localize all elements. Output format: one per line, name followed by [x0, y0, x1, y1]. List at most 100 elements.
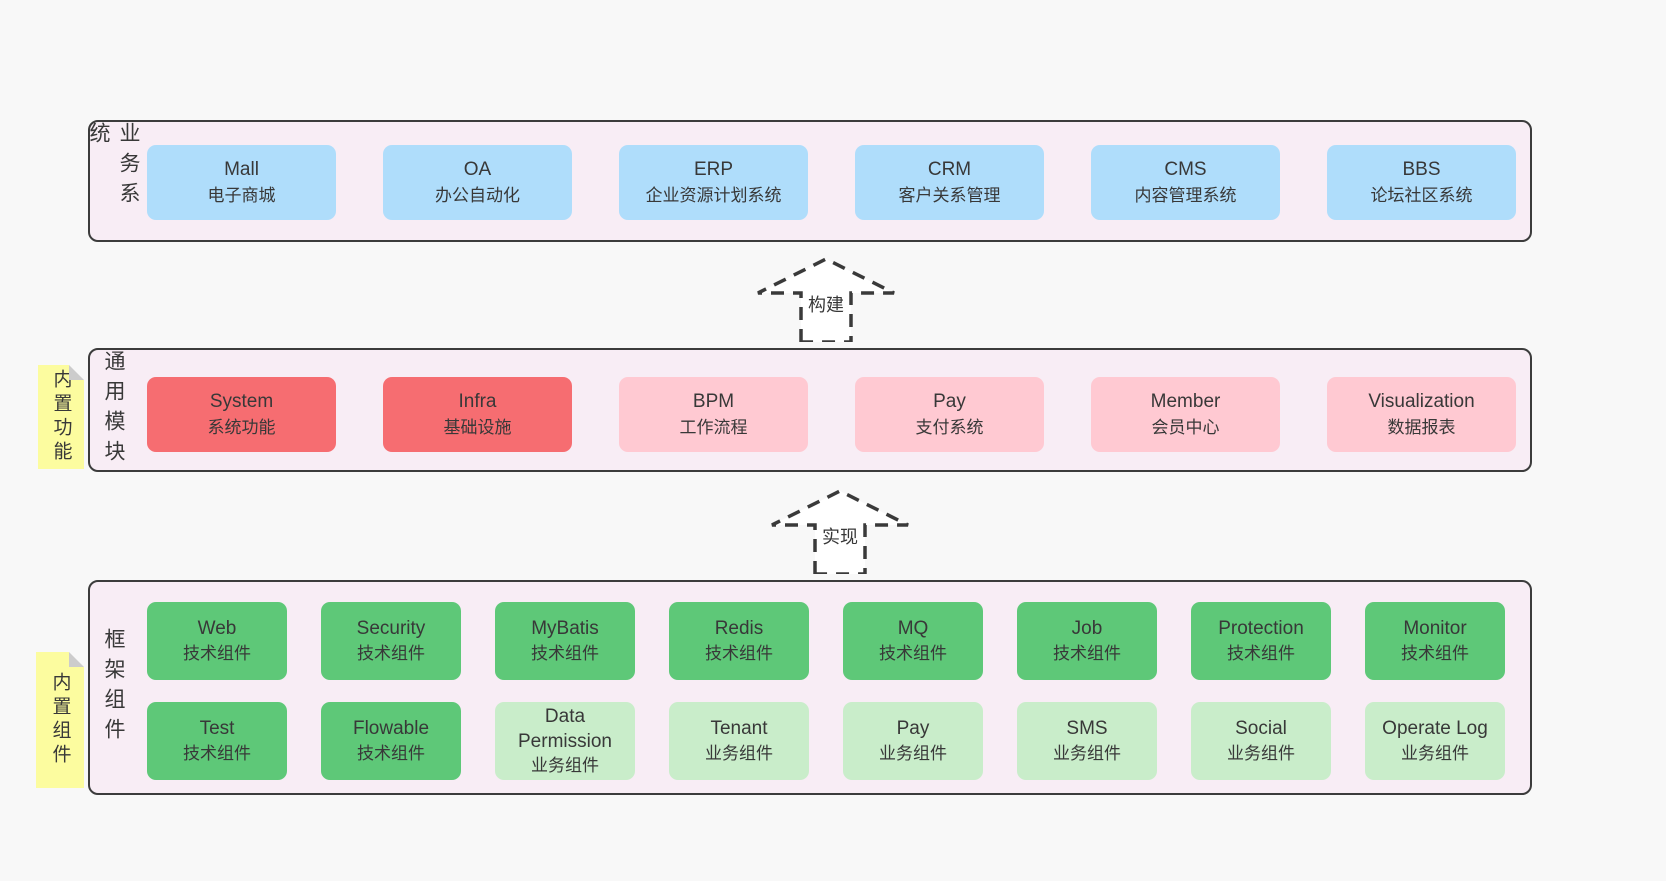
box-title: Tenant	[710, 717, 768, 739]
box-title: Job	[1071, 617, 1103, 639]
box-mybatis: MyBatis 技术组件	[495, 602, 635, 680]
box-title: Mall	[224, 159, 259, 181]
box-mq: MQ 技术组件	[843, 602, 983, 680]
box-subtitle: 系统功能	[207, 417, 276, 437]
box-subtitle: 技术组件	[357, 744, 425, 764]
arrow-build-label: 构建	[804, 291, 848, 317]
section-components-label-wrap: 框架组件	[98, 582, 128, 793]
box-title: CRM	[927, 159, 972, 181]
box-title: Monitor	[1403, 617, 1467, 639]
box-redis: Redis 技术组件	[669, 602, 809, 680]
box-crm: CRM 客户关系管理	[855, 145, 1044, 220]
section-modules-label: 通用模块	[102, 350, 125, 470]
arrow-implement-label: 实现	[818, 523, 862, 549]
box-test: Test 技术组件	[147, 702, 287, 780]
box-operate-log: Operate Log 业务组件	[1365, 702, 1505, 780]
section-business-label-wrap: 业务系统	[87, 122, 140, 240]
sticky-note-built-in-features: 内置功能	[38, 365, 84, 469]
arrow-implement: 实现	[770, 489, 910, 574]
section-business-systems: 业务系统 Mall 电子商城 OA 办公自动化 ERP 企业资源计划系统 CRM…	[87, 120, 1532, 242]
box-infra: Infra 基础设施	[383, 377, 572, 452]
box-subtitle: 技术组件	[531, 644, 599, 664]
box-security: Security 技术组件	[321, 602, 461, 680]
sticky-note-text: 内置组件	[49, 672, 71, 768]
box-title: Pay	[933, 391, 966, 413]
box-subtitle: 技术组件	[183, 744, 251, 764]
box-title: Operate Log	[1382, 717, 1488, 739]
sticky-note-built-in-components: 内置组件	[36, 652, 84, 788]
box-sms: SMS 业务组件	[1017, 702, 1157, 780]
box-subtitle: 工作流程	[679, 417, 748, 437]
box-subtitle: 会员中心	[1151, 417, 1220, 437]
box-web: Web 技术组件	[147, 602, 287, 680]
box-subtitle: 业务组件	[879, 744, 947, 764]
box-pay-component: Pay 业务组件	[843, 702, 983, 780]
sticky-note-text: 内置功能	[50, 369, 72, 465]
box-system: System 系统功能	[147, 377, 336, 452]
box-subtitle: 企业资源计划系统	[645, 185, 782, 205]
box-title: OA	[463, 159, 492, 181]
box-cms: CMS 内容管理系统	[1091, 145, 1280, 220]
box-title: CMS	[1164, 159, 1207, 181]
box-subtitle: 客户关系管理	[898, 185, 1001, 205]
box-subtitle: 内容管理系统	[1134, 185, 1237, 205]
section-framework-components: 框架组件 Web 技术组件 Security 技术组件 MyBatis 技术组件…	[88, 580, 1532, 795]
box-mall: Mall 电子商城	[147, 145, 336, 220]
box-title: BPM	[692, 391, 735, 413]
box-subtitle: 业务组件	[1401, 744, 1469, 764]
box-member: Member 会员中心	[1091, 377, 1280, 452]
box-subtitle: 技术组件	[705, 644, 773, 664]
box-title: Data Permission	[518, 706, 612, 752]
box-title: ERP	[693, 159, 734, 181]
box-title: Social	[1235, 717, 1287, 739]
section-business-label: 业务系统	[87, 122, 140, 212]
box-visualization: Visualization 数据报表	[1327, 377, 1516, 452]
box-subtitle: 业务组件	[705, 744, 773, 764]
box-social: Social 业务组件	[1191, 702, 1331, 780]
box-subtitle: 数据报表	[1387, 417, 1456, 437]
box-title: System	[209, 391, 274, 413]
box-title: Test	[199, 717, 235, 739]
box-title: SMS	[1066, 717, 1108, 739]
box-title: Protection	[1218, 617, 1304, 639]
box-subtitle: 办公自动化	[435, 185, 520, 205]
box-subtitle: 电子商城	[207, 185, 276, 205]
box-title: MQ	[897, 617, 929, 639]
box-job: Job 技术组件	[1017, 602, 1157, 680]
box-subtitle: 业务组件	[1053, 744, 1121, 764]
box-data-permission: Data Permission 业务组件	[495, 702, 635, 780]
box-title: Flowable	[352, 717, 430, 739]
box-subtitle: 业务组件	[531, 755, 599, 775]
box-subtitle: 支付系统	[915, 417, 984, 437]
box-flowable: Flowable 技术组件	[321, 702, 461, 780]
box-subtitle: 技术组件	[1401, 644, 1469, 664]
section-components-label: 框架组件	[102, 627, 125, 748]
box-bpm: BPM 工作流程	[619, 377, 808, 452]
box-pay-module: Pay 支付系统	[855, 377, 1044, 452]
box-title: Web	[197, 617, 237, 639]
box-title: Visualization	[1368, 391, 1475, 413]
box-tenant: Tenant 业务组件	[669, 702, 809, 780]
box-subtitle: 技术组件	[183, 644, 251, 664]
box-subtitle: 基础设施	[443, 417, 512, 437]
arrow-build: 构建	[756, 257, 896, 342]
box-subtitle: 技术组件	[879, 644, 947, 664]
box-title: Pay	[896, 717, 930, 739]
box-monitor: Monitor 技术组件	[1365, 602, 1505, 680]
box-protection: Protection 技术组件	[1191, 602, 1331, 680]
box-oa: OA 办公自动化	[383, 145, 572, 220]
box-subtitle: 业务组件	[1227, 744, 1295, 764]
box-title: BBS	[1402, 159, 1441, 181]
box-title: Infra	[458, 391, 497, 413]
box-subtitle: 技术组件	[357, 644, 425, 664]
box-subtitle: 技术组件	[1053, 644, 1121, 664]
box-bbs: BBS 论坛社区系统	[1327, 145, 1516, 220]
section-common-modules: 通用模块 System 系统功能 Infra 基础设施 BPM 工作流程 Pay…	[88, 348, 1532, 472]
box-subtitle: 技术组件	[1227, 644, 1295, 664]
section-modules-label-wrap: 通用模块	[98, 350, 128, 470]
box-title: Member	[1150, 391, 1221, 413]
box-subtitle: 论坛社区系统	[1370, 185, 1473, 205]
box-title: Redis	[714, 617, 764, 639]
box-title: MyBatis	[531, 617, 599, 639]
box-title: Security	[356, 617, 426, 639]
